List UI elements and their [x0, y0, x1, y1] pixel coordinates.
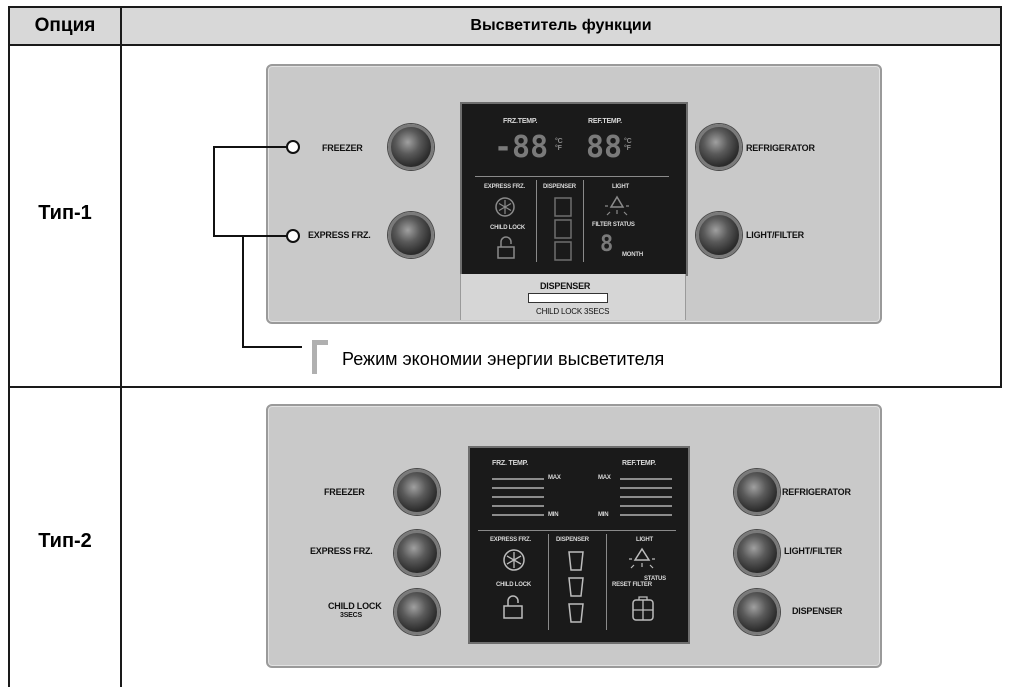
type2-ref-level-bar: [620, 496, 672, 498]
type2-frz-level-bar: [492, 496, 544, 498]
type2-light-filter-button[interactable]: [734, 530, 780, 576]
type2-display-divider: [606, 534, 607, 630]
type2-reset-filter-text: RESET FILTER: [612, 582, 652, 588]
type1-child-lock-text: CHILD LOCK: [490, 225, 525, 231]
table-row-divider: [8, 386, 1002, 388]
type1-frz-digits: -88: [494, 130, 549, 165]
type1-filter-status-text: FILTER STATUS: [592, 222, 635, 228]
type2-frz-min: MIN: [548, 512, 559, 518]
type1-dispenser-label: DISPENSER: [540, 281, 591, 291]
type1-frz-unit: °C°F: [555, 138, 563, 152]
type2-refrigerator-label: REFRIGERATOR: [782, 487, 851, 497]
cup-icon: [554, 197, 572, 261]
type1-label: Тип-1: [38, 202, 92, 224]
table-top-border: [8, 6, 1002, 8]
caption-marker: [312, 340, 328, 374]
light-bulb-icon: [605, 195, 629, 216]
type1-frz-temp-text: FRZ.TEMP.: [503, 118, 538, 125]
type2-child-lock-secs: 3SECS: [340, 612, 362, 619]
type2-dispenser-button[interactable]: [734, 589, 780, 635]
lock-icon: [497, 236, 515, 259]
type1-express-frz-text: EXPRESS FRZ.: [484, 184, 525, 190]
type2-ref-temp-text: REF.TEMP.: [622, 460, 656, 467]
type2-frz-level-bar: [492, 514, 544, 516]
type1-freezer-label: FREEZER: [322, 143, 363, 153]
type2-child-lock-text: CHILD LOCK: [496, 582, 531, 588]
type2-display-divider: [548, 534, 549, 630]
type1-month-text: MONTH: [622, 252, 643, 258]
type2-display-divider: [478, 530, 676, 531]
header-display: Высветитель функции: [470, 17, 652, 34]
type2-freezer-button[interactable]: [394, 469, 440, 515]
type2-ref-level-bar: [620, 514, 672, 516]
type1-dispenser-text: DISPENSER: [543, 184, 576, 190]
type1-refrigerator-label: REFRIGERATOR: [746, 143, 815, 153]
type1-dispenser-button[interactable]: [528, 293, 608, 303]
type2-frz-temp-text: FRZ. TEMP.: [492, 460, 528, 467]
type2-frz-level-bar: [492, 478, 544, 480]
cup-icon: [568, 551, 584, 623]
table-right-border: [1000, 6, 1002, 388]
type2-dispenser-label: DISPENSER: [792, 606, 843, 616]
type1-display-divider: [583, 180, 584, 262]
table-left-border: [8, 6, 10, 687]
type1-light-text: LIGHT: [612, 184, 629, 190]
type2-dispenser-text: DISPENSER: [556, 537, 589, 543]
type2-ref-level-bar: [620, 505, 672, 507]
type2-frz-max: MAX: [548, 475, 561, 481]
type1-ref-temp-text: REF.TEMP.: [588, 118, 622, 125]
type2-refrigerator-button[interactable]: [734, 469, 780, 515]
type2-filter-status-text: STATUS: [644, 576, 666, 582]
snowflake-icon: [503, 549, 525, 571]
header-option: Опция: [34, 15, 96, 36]
type2-frz-level-bar: [492, 505, 544, 507]
type2-ref-min: MIN: [598, 512, 609, 518]
type2-express-frz-button[interactable]: [394, 530, 440, 576]
type1-express-frz-button[interactable]: [388, 212, 434, 258]
snowflake-icon: [495, 197, 515, 217]
connector-wire: [213, 235, 287, 237]
lock-icon: [503, 595, 523, 619]
connector-wire: [242, 235, 244, 348]
type2-label: Тип-2: [38, 530, 92, 552]
table-column-divider: [120, 6, 122, 687]
type2-light-filter-label: LIGHT/FILTER: [784, 546, 842, 556]
type2-light-text: LIGHT: [636, 537, 653, 543]
header-option-cell: [10, 8, 120, 44]
filter-icon: [632, 596, 654, 621]
connector-wire: [242, 346, 302, 348]
light-bulb-icon: [629, 547, 655, 569]
type1-light-filter-label: LIGHT/FILTER: [746, 230, 804, 240]
type2-express-frz-label: EXPRESS FRZ.: [310, 546, 373, 556]
type2-child-lock-label: CHILD LOCK: [328, 601, 382, 611]
connector-wire: [213, 146, 215, 237]
header-display-cell: [122, 8, 1000, 44]
type1-freezer-button[interactable]: [388, 124, 434, 170]
type1-display-divider: [536, 180, 537, 262]
type1-refrigerator-button[interactable]: [696, 124, 742, 170]
type2-freezer-label: FREEZER: [324, 487, 365, 497]
type2-express-frz-text: EXPRESS FRZ.: [490, 537, 531, 543]
type1-light-filter-button[interactable]: [696, 212, 742, 258]
type1-express-frz-label: EXPRESS FRZ.: [308, 230, 371, 240]
type1-child-lock-hint: CHILD LOCK 3SECS: [536, 307, 610, 316]
type1-display-divider: [475, 176, 669, 177]
type1-ref-digits: 88: [586, 130, 623, 165]
type2-ref-level-bar: [620, 487, 672, 489]
type1-freezer-led: [286, 140, 300, 154]
type2-ref-level-bar: [620, 478, 672, 480]
energy-saving-caption: Режим экономии энергии высветителя: [342, 349, 665, 369]
type1-ref-unit: °C°F: [624, 138, 632, 152]
type2-frz-level-bar: [492, 487, 544, 489]
type2-child-lock-button[interactable]: [394, 589, 440, 635]
type1-month-digit: 8: [600, 232, 614, 257]
table-header-bottom: [8, 44, 1002, 46]
type2-ref-max: MAX: [598, 475, 611, 481]
connector-wire: [213, 146, 287, 148]
type1-express-frz-led: [286, 229, 300, 243]
